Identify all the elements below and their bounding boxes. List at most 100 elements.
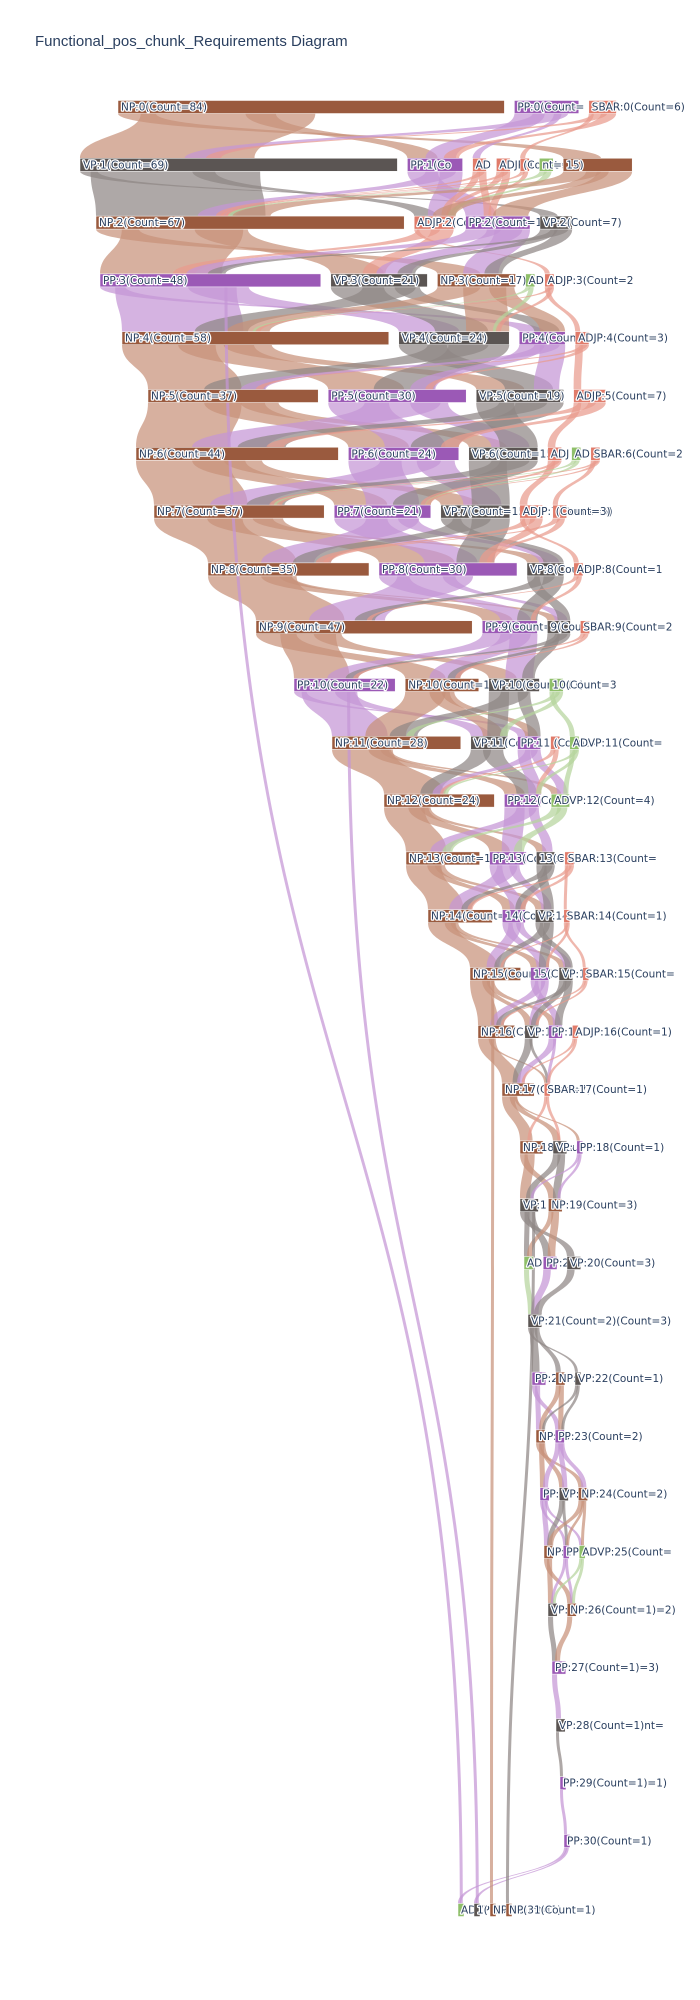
sankey-node-np[interactable] [135,447,339,461]
sankey-node-pp[interactable] [551,1660,567,1675]
sankey-node-vp[interactable] [555,1718,566,1733]
sankey-node-sbar[interactable] [552,504,567,519]
sankey-node-pp[interactable] [348,447,460,461]
sankey-node-vp[interactable] [468,447,539,461]
sankey-node-pp[interactable] [539,1487,550,1501]
sankey-node-pp[interactable] [559,1776,567,1790]
sankey-node-np[interactable] [519,1140,544,1155]
sankey-node-sbar[interactable] [519,158,530,172]
sankey-node-vp[interactable] [519,1198,539,1212]
sankey-node-adjp[interactable] [572,1025,579,1039]
sankey-node-pp[interactable] [504,793,542,808]
sankey-node-vp[interactable] [558,1487,569,1501]
sankey-node-np[interactable] [578,1487,588,1501]
sankey-node-vp[interactable] [527,1314,543,1328]
sankey-node-adjp[interactable] [547,447,562,461]
sankey-node-vp[interactable] [547,1603,558,1617]
sankey-node-vp[interactable] [535,909,555,923]
sankey-node-np[interactable] [405,851,480,866]
sankey-node-pp[interactable] [293,678,396,692]
sankey-node-adjp[interactable] [519,504,544,519]
sankey-node-vp[interactable] [440,504,511,519]
sankey-node-sbar[interactable] [590,447,601,461]
sankey-node-np[interactable] [469,967,521,981]
sankey-node-np[interactable] [562,158,633,172]
sankey-node-pp[interactable] [327,389,467,403]
sankey-node-np[interactable] [427,909,493,923]
sankey-node-np[interactable] [555,1371,566,1386]
sankey-node-np[interactable] [117,100,505,114]
sankey-node-vp[interactable] [558,967,574,981]
sankey-node-vp[interactable] [398,331,510,345]
sankey-node-pp[interactable] [378,562,518,577]
sankey-node-vp[interactable] [475,389,564,403]
sankey-node-vp[interactable] [547,620,571,634]
sankey-node-advp[interactable] [569,736,580,750]
sankey-node-np[interactable] [437,273,516,288]
sankey-node-vp[interactable] [470,736,508,750]
sankey-node-vp[interactable] [536,851,556,866]
sankey-node-pp[interactable] [489,851,527,866]
sankey-node-pp[interactable] [562,1545,570,1559]
sankey-node-pp[interactable] [407,158,463,172]
sankey-node-np[interactable] [207,562,370,577]
sankey-node-sbar[interactable] [582,967,590,981]
sankey-node-pp[interactable] [502,909,526,923]
sankey-node-pp[interactable] [481,620,538,634]
sankey-node-adjp[interactable] [574,331,590,345]
sankey-node-vp[interactable] [526,562,565,577]
sankey-node-vp[interactable] [566,1256,582,1270]
sankey-node-pp[interactable] [576,1140,584,1155]
sankey-node-np[interactable] [543,1545,554,1559]
sankey-node-np[interactable] [383,793,495,808]
sankey-node-pp[interactable] [531,1371,547,1386]
sankey-node-vp[interactable] [488,678,540,692]
sankey-node-adjp[interactable] [573,562,584,577]
sankey-node-vp[interactable] [473,1903,481,1917]
sankey-node-pp[interactable] [514,100,580,114]
sankey-node-pp[interactable] [542,1256,558,1270]
sankey-node-vp[interactable] [330,273,428,288]
sankey-node-advp[interactable] [457,1903,465,1917]
sankey-node-advp[interactable] [549,678,564,692]
sankey-node-np[interactable] [121,331,390,345]
sankey-node-sbar[interactable] [588,100,617,114]
sankey-node-pp[interactable] [530,967,550,981]
sankey-node-sbar[interactable] [564,851,575,866]
sankey-node-advp[interactable] [578,1545,586,1559]
sankey-node-pp[interactable] [563,1834,571,1848]
sankey-node-advp[interactable] [525,273,536,288]
sankey-node-np[interactable] [566,1603,577,1617]
sankey-node-np[interactable] [548,1198,563,1212]
sankey-node-sbar[interactable] [543,1082,551,1097]
sankey-node-pp[interactable] [465,215,531,230]
sankey-node-vp[interactable] [539,215,573,230]
sankey-node-adjp[interactable] [413,215,456,230]
sankey-node-adjp[interactable] [573,389,607,403]
sankey-node-np[interactable] [489,1903,497,1917]
sankey-node-advp[interactable] [571,447,582,461]
sankey-node-advp[interactable] [539,158,554,172]
sankey-node-pp[interactable] [554,1429,565,1444]
sankey-node-advp[interactable] [523,1256,534,1270]
sankey-node-vp[interactable] [552,1140,568,1155]
sankey-node-sbar[interactable] [550,736,561,750]
sankey-node-pp[interactable] [333,504,432,519]
sankey-node-adjp[interactable] [496,158,511,172]
sankey-node-vp[interactable] [79,158,398,172]
sankey-node-np[interactable] [147,389,319,403]
sankey-node-advp[interactable] [550,793,570,808]
sankey-node-pp[interactable] [548,1025,563,1039]
sankey-node-sbar[interactable] [563,909,571,923]
sankey-node-np[interactable] [501,1082,535,1097]
sankey-node-np[interactable] [535,1429,546,1444]
sankey-node-vp[interactable] [574,1371,582,1386]
sankey-node-np[interactable] [331,736,462,750]
sankey-node-np[interactable] [505,1903,513,1917]
sankey-node-vp[interactable] [524,1025,539,1039]
sankey-node-adjp[interactable] [472,158,487,172]
sankey-node-np[interactable] [477,1025,516,1039]
sankey-node-pp[interactable] [518,331,566,345]
sankey-node-np[interactable] [404,678,480,692]
sankey-node-np[interactable] [153,504,325,519]
